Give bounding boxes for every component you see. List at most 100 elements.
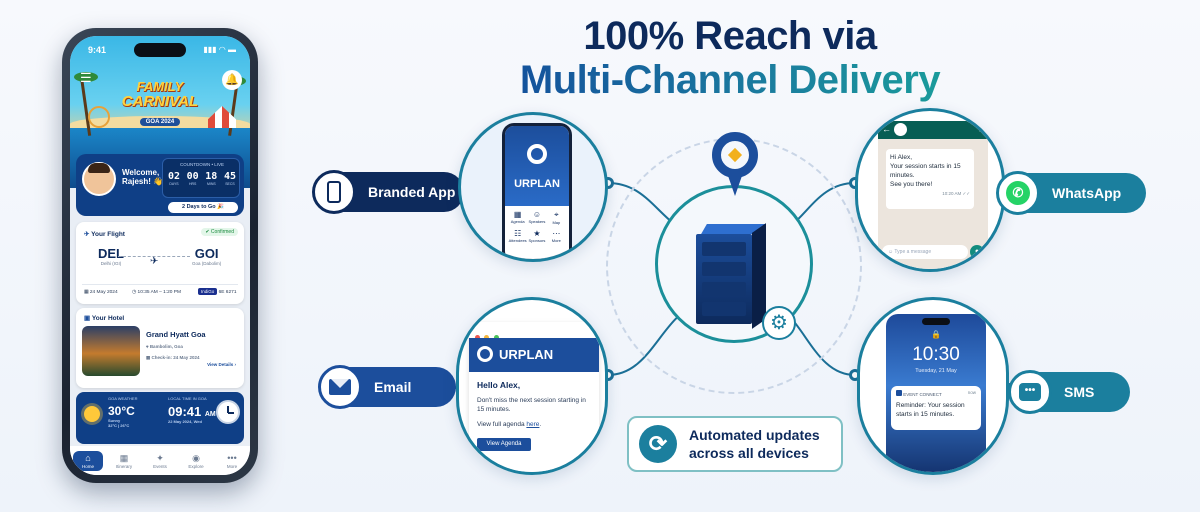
- calendar-icon: ▦: [84, 290, 89, 295]
- local-time: 09:41: [168, 404, 202, 419]
- app-phone-mockup: URPLAN ▦Agenda ☺Speakers ⌖Map ☷Attendees…: [502, 123, 572, 259]
- whatsapp-circle: ← ⋮ Hi Alex, Your session starts in 15 m…: [855, 108, 1005, 272]
- whatsapp-chat: ← ⋮ Hi Alex, Your session starts in 15 m…: [878, 121, 988, 269]
- hotel-checkin: Check-in: 24 May 2024: [151, 355, 200, 360]
- event-logo: FAMILY CARNIVAL GOA 2024: [110, 80, 210, 128]
- tab-explore[interactable]: ◉Explore: [181, 453, 211, 469]
- tab-events[interactable]: ✦Events: [145, 453, 175, 469]
- chat-bubble-icon: •••: [1008, 370, 1052, 414]
- to-city: Goa (Dabolim): [192, 261, 222, 266]
- email-header: URPLAN: [469, 338, 599, 372]
- weather-cond: Sunny: [108, 418, 121, 423]
- location-icon: ⌖: [146, 344, 149, 349]
- flight-card[interactable]: ✈ Your Flight ✔ Confirmed DEL Delhi (IGI…: [76, 222, 244, 304]
- whatsapp-input[interactable]: ☺ Type a message: [882, 245, 968, 259]
- email-link-prefix: View full agenda: [477, 421, 527, 428]
- event-title-2: CARNIVAL: [121, 93, 199, 110]
- local-time-label: LOCAL TIME IN GOA: [168, 396, 207, 401]
- hotel-image: [82, 326, 140, 376]
- more-icon: •••: [227, 452, 237, 463]
- flight-number: 6E 6271: [218, 290, 237, 295]
- flight-date: 24 May 2024: [89, 290, 118, 295]
- automated-line-2: across all devices: [689, 445, 809, 461]
- phone-screen: 9:41 ▮▮▮ ◠ ▬ ☰ 🔔 FAMILY CARNIVAL GOA 202…: [70, 36, 250, 475]
- bell-icon[interactable]: 🔔: [222, 70, 242, 90]
- back-arrow-icon[interactable]: ←: [882, 124, 891, 134]
- tab-home[interactable]: ⌂Home: [73, 450, 103, 471]
- menu-icon[interactable]: ☰: [80, 70, 92, 85]
- email-body: Don't miss the next session starting in …: [477, 397, 586, 413]
- app-grid-item[interactable]: ☷Attendees: [508, 229, 527, 243]
- urplan-logo-icon: [712, 132, 760, 206]
- window-dots: [475, 327, 499, 345]
- email-greeting: Hello Alex,: [477, 380, 521, 390]
- sms-label: SMS: [1064, 384, 1095, 400]
- from-city: Delhi (IGI): [100, 261, 122, 266]
- plane-icon: ✈: [84, 231, 90, 238]
- sms-pill: ••• SMS: [1008, 370, 1130, 414]
- lock-time: 10:30: [912, 344, 960, 365]
- dynamic-island: [134, 43, 186, 57]
- app-circle: URPLAN ▦Agenda ☺Speakers ⌖Map ☷Attendees…: [458, 112, 608, 262]
- analog-clock-icon: [216, 400, 240, 424]
- sync-icon: ⟳: [639, 425, 677, 463]
- weather-temp: 30°C: [108, 404, 135, 418]
- status-time: 9:41: [88, 45, 107, 55]
- microphone-icon[interactable]: ●: [970, 245, 984, 259]
- to-code: GOI: [194, 246, 219, 261]
- urplan-logo-icon: [527, 144, 547, 164]
- lock-date: Tuesday, 21 May: [915, 368, 957, 374]
- lock-icon: 🔒: [931, 330, 941, 339]
- tab-bar: ⌂Home ▦Itinerary ✦Events ◉Explore •••Mor…: [70, 446, 250, 475]
- whatsapp-msg-1: Hi Alex,: [890, 154, 913, 161]
- sms-circle: 🔒 10:30 Tuesday, 21 May EVENT CONNECT no…: [857, 297, 1009, 475]
- sms-notification[interactable]: EVENT CONNECT now Reminder: Your session…: [891, 386, 981, 430]
- view-details-link[interactable]: View Details ›: [207, 362, 236, 367]
- server-hub: ⚙: [655, 185, 813, 343]
- weather-range: 32°C | 26°C: [108, 423, 130, 428]
- calendar-icon: ▦: [146, 355, 151, 360]
- weather-label: GOA WEATHER: [108, 396, 138, 401]
- app-grid-item[interactable]: ▦Agenda: [510, 210, 525, 224]
- whatsapp-message: Hi Alex, Your session starts in 15 minut…: [886, 149, 974, 209]
- automated-updates-box: ⟳ Automated updates across all devices: [627, 416, 843, 472]
- branded-app-pill: Branded App: [312, 170, 464, 214]
- email-preview: URPLAN Hello Alex, Don't miss the next s…: [469, 322, 599, 472]
- app-grid-item[interactable]: ⋯More: [551, 229, 561, 243]
- event-title-1: FAMILY: [136, 79, 184, 94]
- app-grid-item[interactable]: ★Sponsors: [528, 229, 546, 243]
- email-link[interactable]: here: [526, 421, 540, 428]
- from-code: DEL: [98, 246, 124, 261]
- whatsapp-pill: ✆ WhatsApp: [996, 171, 1146, 215]
- welcome-line-1: Welcome,: [122, 168, 160, 177]
- home-icon: ⌂: [85, 452, 91, 463]
- tab-itinerary[interactable]: ▦Itinerary: [109, 453, 139, 469]
- itinerary-icon: ▦: [119, 452, 129, 463]
- email-link-suffix: .: [539, 421, 542, 428]
- sms-phone-mockup: 🔒 10:30 Tuesday, 21 May EVENT CONNECT no…: [886, 314, 986, 472]
- email-circle: URPLAN Hello Alex, Don't miss the next s…: [456, 297, 608, 475]
- local-date: 22 May 2024, Wed: [168, 419, 202, 424]
- app-grid-item[interactable]: ⌖Map: [552, 210, 561, 225]
- clock-icon: ◷: [132, 290, 137, 295]
- app-grid-item[interactable]: ☺Speakers: [528, 210, 546, 224]
- view-agenda-button[interactable]: View Agenda: [477, 438, 531, 451]
- welcome-name: Rajesh! 👋: [122, 177, 164, 186]
- server-icon: [696, 223, 766, 329]
- sms-app-name: EVENT CONNECT: [903, 392, 942, 397]
- whatsapp-msg-time: 10:20 AM ✓✓: [942, 191, 970, 196]
- kebab-menu-icon[interactable]: ⋮: [976, 124, 984, 133]
- local-time-ampm: AM: [204, 411, 216, 418]
- tab-more[interactable]: •••More: [217, 453, 247, 469]
- app-icon: [896, 390, 902, 396]
- smartphone-icon: [312, 170, 356, 214]
- whatsapp-label: WhatsApp: [1052, 185, 1122, 201]
- airline-logo: IndiGo: [198, 288, 218, 295]
- hotel-location: Bambolim, Goa: [149, 344, 183, 349]
- flight-title: Your Flight: [91, 231, 125, 238]
- hotel-card[interactable]: ▣ Your Hotel Grand Hyatt Goa ⌖ Bambolim,…: [76, 308, 244, 388]
